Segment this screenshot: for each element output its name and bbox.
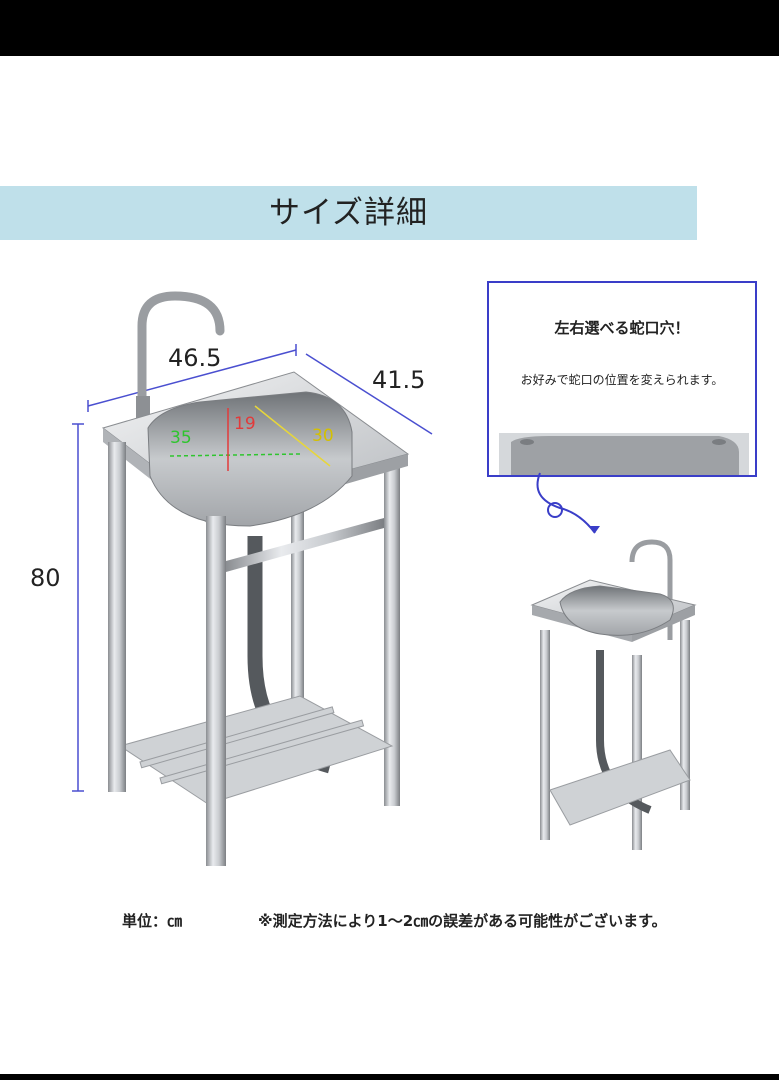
- callout-title: 左右選べる蛇口穴！: [554, 319, 690, 337]
- basin-depth-label: 19: [234, 414, 256, 434]
- width-label: 46.5: [168, 344, 222, 372]
- curved-arrow-icon: [536, 472, 600, 534]
- height-label: 80: [30, 564, 61, 592]
- product-size-infographic: サイズ詳細: [0, 56, 779, 1074]
- lower-shelf: [118, 695, 394, 805]
- callout-subtitle: お好みで蛇口の位置を変えられます。: [520, 373, 724, 387]
- dimension-guides: [72, 344, 433, 792]
- faucet-hole-callout: 左右選べる蛇口穴！ お好みで蛇口の位置を変えられます。: [487, 281, 757, 477]
- main-sink-illustration: [72, 291, 433, 866]
- title-band: [0, 186, 697, 240]
- small-sink-illustration: [530, 539, 697, 850]
- unit-label: 単位：㎝: [122, 912, 183, 930]
- sink-basin: [147, 391, 353, 527]
- page-title: サイズ詳細: [268, 195, 429, 231]
- depth-label: 41.5: [372, 366, 426, 394]
- measurement-note: ※測定方法により1～2㎝の誤差がある可能性がございます。: [258, 912, 667, 930]
- basin-length-label: 30: [312, 426, 334, 446]
- faucet: [137, 291, 225, 421]
- basin-width-label: 35: [170, 428, 192, 448]
- callout-sink-closeup: [499, 433, 749, 475]
